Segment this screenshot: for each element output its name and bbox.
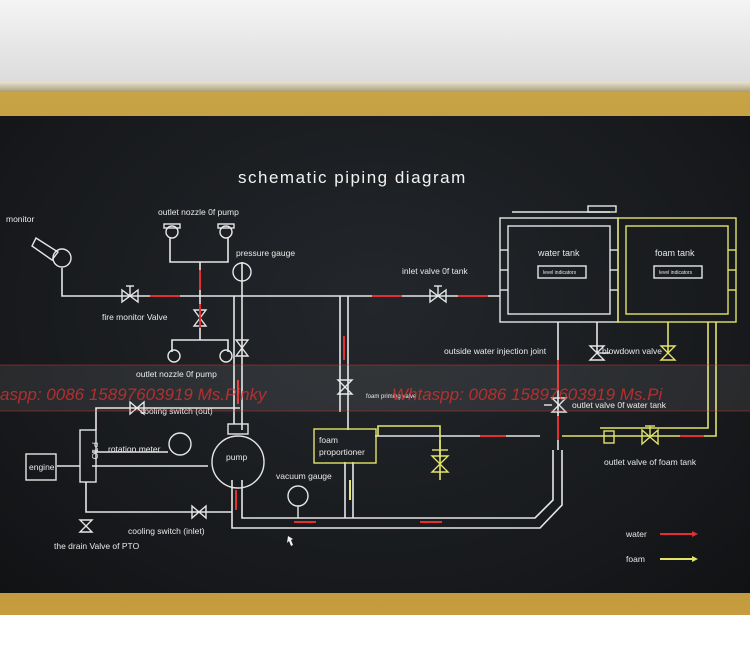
label-blowdown-valve: blowdown valve [602, 346, 662, 356]
engine-label: engine [29, 462, 55, 472]
watermark-right: Whtaspp: 0086 15897603919 Ms.Pi [392, 385, 664, 404]
foam-drain-valve-icon [659, 345, 677, 361]
foam-tank-label: foam tank [655, 248, 695, 258]
label-fire-monitor-valve: fire monitor Valve [102, 312, 168, 322]
water-pipes [57, 238, 598, 529]
watermark: aspp: 0086 15897603919 Ms.Pinky Whtaspp:… [0, 364, 750, 412]
water-tank-label: water tank [537, 248, 580, 258]
legend-foam-label: foam [626, 554, 645, 564]
fire-monitor-valve-icon [121, 285, 139, 304]
legend-foam-arrowhead [692, 556, 698, 562]
label-cooling-switch-inlet: cooling switch (inlet) [128, 526, 205, 536]
pipe-cooling-inlet [85, 482, 232, 513]
label-outlet-valve-foam-tank: outlet valve of foam tank [604, 457, 697, 467]
vacuum-gauge-icon [287, 485, 309, 518]
foam-line-valve-icon [430, 449, 450, 473]
foam-priming-valve-icon [336, 379, 354, 395]
pipe-suction-loop-inner [241, 450, 554, 519]
label-foam-priming-valve: foam priming valve [366, 394, 417, 400]
pipe-top-nozzle [169, 238, 229, 263]
bottom-wall [0, 615, 750, 670]
label-outlet-nozzle-top: outlet nozzle 0f pump [158, 207, 239, 217]
foam-proportioner-label-2: proportioner [319, 447, 365, 457]
pto-box: PTO [79, 429, 100, 483]
chalkboard [0, 116, 750, 593]
water-tank-outlet-valve-icon [544, 397, 568, 413]
tank-hatch [587, 205, 617, 213]
label-outside-water-injection: outside water injection joint [444, 346, 547, 356]
foam-pipes [377, 322, 717, 480]
foam-proportioner-label-1: foam [319, 435, 338, 445]
blowdown-valve-icon [588, 345, 610, 361]
cursor-icon [287, 536, 293, 546]
label-monitor: monitor [6, 214, 35, 224]
pipe-foam-outlet-inner [600, 322, 709, 429]
pto-label: PTO [90, 442, 100, 460]
engine-box: engine [25, 453, 57, 481]
nozzle-valve-icon [192, 309, 250, 357]
pipe-monitor-line [61, 268, 200, 297]
frame-top-rail [0, 82, 750, 92]
fire-monitor-icon [31, 236, 72, 268]
foam-proportioner: foam proportioner [313, 428, 377, 464]
wall-background [0, 0, 750, 82]
pressure-gauge-icon [232, 262, 252, 282]
pump-label: pump [226, 452, 248, 462]
legend-water-label: water [625, 529, 647, 539]
water-tank: water tank level indicators [499, 217, 619, 323]
pipe-foam-to-proportioner [377, 425, 441, 458]
inlet-valve-icon [429, 285, 447, 304]
water-level-indicator-label: level indicators [543, 270, 577, 276]
label-pressure-gauge: pressure gauge [236, 248, 295, 258]
cooling-switch-icon [129, 400, 207, 520]
pto-drain-valve-icon [78, 519, 94, 533]
watermark-left: aspp: 0086 15897603919 Ms.Pinky [0, 385, 268, 404]
label-rotation-meter: rotation meter [108, 444, 161, 454]
pump-icon: pump [211, 423, 265, 489]
legend: water foam [625, 529, 698, 564]
pipe-suction-loop [231, 450, 563, 529]
flow-arrows [150, 270, 704, 523]
label-inlet-valve-tank: inlet valve 0f tank [402, 266, 468, 276]
foam-level-indicator-label: level indicators [659, 270, 693, 276]
label-drain-valve-pto: the drain Valve of PTO [54, 541, 140, 551]
label-vacuum-gauge: vacuum gauge [276, 471, 332, 481]
foam-tank: foam tank level indicators [617, 217, 737, 323]
label-outlet-nozzle-bottom: outlet nozzle 0f pump [136, 369, 217, 379]
diagram-title: schematic piping diagram [238, 168, 467, 187]
foam-tank-outlet-valve-icon [603, 425, 659, 446]
pipe-bottom-nozzle [171, 339, 229, 352]
label-outlet-valve-water-tank: outlet valve 0f water tank [572, 400, 667, 410]
pipe-cooling-out [95, 407, 240, 430]
legend-water-arrowhead [692, 531, 698, 537]
outlet-nozzle-top-icon [163, 223, 235, 239]
outlet-nozzle-bottom-icon [167, 349, 233, 363]
rotation-meter-icon [168, 432, 192, 456]
